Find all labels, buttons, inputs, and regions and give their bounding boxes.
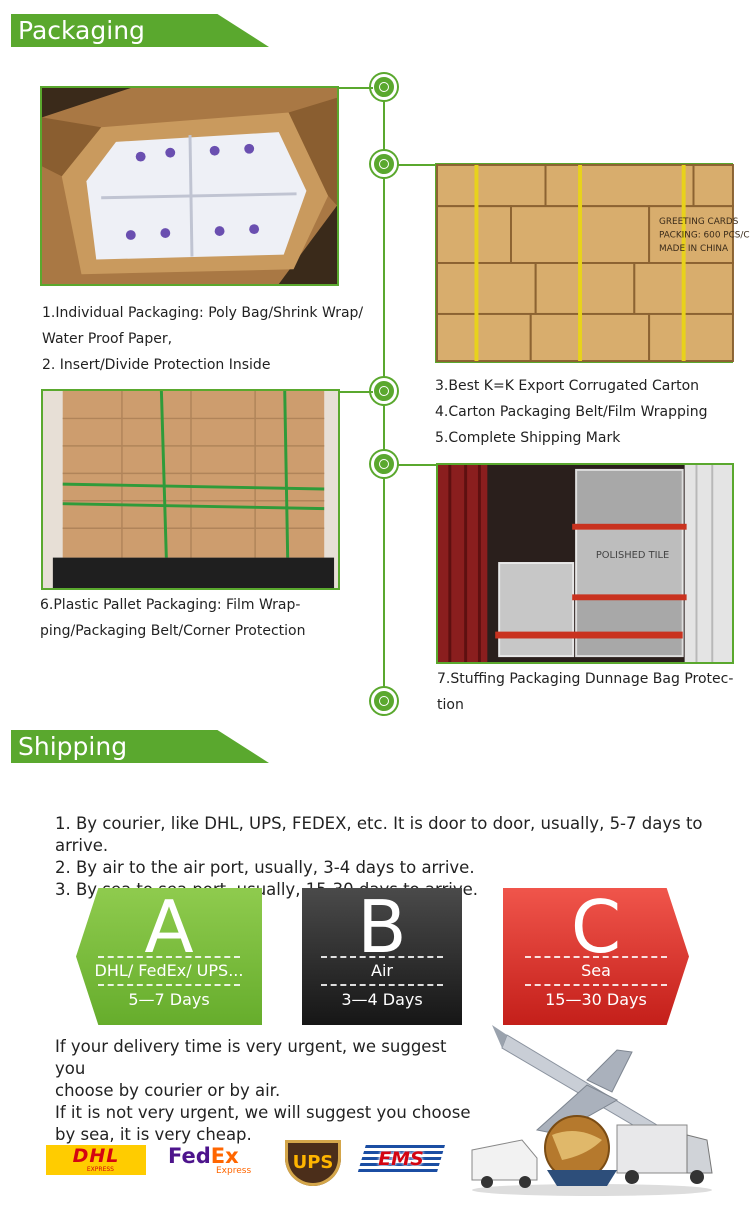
caption-line: 2. Insert/Divide Protection Inside xyxy=(42,357,271,373)
shipping-section-header: Shipping xyxy=(11,730,269,763)
tile-letter: A xyxy=(144,888,194,969)
photo-open-carton xyxy=(40,86,339,286)
tile-letter: C xyxy=(570,888,622,969)
caption-line: 4.Carton Packaging Belt/Film Wrapping xyxy=(435,404,708,420)
fedex-logo: FedEx Express xyxy=(168,1144,263,1176)
ems-logo-text: EMS xyxy=(378,1148,424,1170)
advice-line: If it is not very urgent, we will sugges… xyxy=(55,1103,471,1122)
list-item: 2. By air to the air port, usually, 3-4 … xyxy=(55,858,475,877)
dhl-logo: DHL EXPRESS xyxy=(46,1145,146,1175)
ups-logo: UPS xyxy=(285,1140,341,1186)
tile-divider xyxy=(98,956,240,958)
photo-container: POLISHED TILE xyxy=(436,463,734,664)
tile-days: 3—4 Days xyxy=(341,990,423,1009)
advice-line: choose by courier or by air. xyxy=(55,1081,281,1100)
advice-line: by sea, it is very cheap. xyxy=(55,1125,252,1144)
caption-3: 6.Plastic Pallet Packaging: Film Wrap- p… xyxy=(40,592,305,644)
ems-logo: EMS xyxy=(357,1145,445,1175)
timeline-node xyxy=(371,74,397,100)
tile-divider xyxy=(321,956,443,958)
fedex-logo-fed: Fed xyxy=(168,1144,211,1168)
fedex-logo-ex: Ex xyxy=(210,1144,239,1168)
carton-text: MADE IN CHINA xyxy=(659,244,728,254)
caption-1: 1.Individual Packaging: Poly Bag/Shrink … xyxy=(42,300,363,378)
dhl-logo-sub: EXPRESS xyxy=(86,1166,114,1173)
tile-divider xyxy=(321,984,443,986)
packaging-title: Packaging xyxy=(18,16,145,45)
tile-letter: B xyxy=(357,885,407,969)
tile-divider xyxy=(525,956,667,958)
tile-divider xyxy=(525,984,667,986)
timeline-node xyxy=(371,151,397,177)
photo-stacked-cartons: GREETING CARDS PACKING: 600 PCS/C MADE I… xyxy=(435,163,750,363)
pallet-text: POLISHED TILE xyxy=(596,550,669,561)
tile-method: Sea xyxy=(581,961,611,980)
caption-line: 7.Stuffing Packaging Dunnage Bag Protec- xyxy=(437,671,734,687)
shipping-tile-sea: C Sea 15—30 Days xyxy=(503,888,689,1025)
shipping-tile-courier: A DHL/ FedEx/ UPS... 5—7 Days xyxy=(76,888,262,1025)
carton-text: PACKING: 600 PCS/C xyxy=(659,231,750,241)
shipping-advice: If your delivery time is very urgent, we… xyxy=(55,1036,475,1146)
timeline-connector xyxy=(397,164,437,166)
caption-line: 1.Individual Packaging: Poly Bag/Shrink … xyxy=(42,305,364,321)
caption-line: tion xyxy=(437,697,464,713)
caption-4: 7.Stuffing Packaging Dunnage Bag Protec-… xyxy=(437,666,733,718)
fedex-logo-sub: Express xyxy=(216,1166,252,1176)
dhl-logo-text: DHL xyxy=(72,1145,120,1167)
caption-line: ping/Packaging Belt/Corner Protection xyxy=(40,623,306,639)
caption-line: Water Proof Paper, xyxy=(42,331,173,347)
advice-line: If your delivery time is very urgent, we… xyxy=(55,1037,447,1078)
list-item: 1. By courier, like DHL, UPS, FEDEX, etc… xyxy=(55,814,703,855)
tile-days: 15—30 Days xyxy=(545,990,647,1009)
photo-pallet xyxy=(41,389,340,590)
timeline-connector xyxy=(337,391,373,393)
caption-line: 6.Plastic Pallet Packaging: Film Wrap- xyxy=(40,597,301,613)
caption-line: 3.Best K=K Export Corrugated Carton xyxy=(435,378,700,394)
caption-2: 3.Best K=K Export Corrugated Carton 4.Ca… xyxy=(435,373,708,451)
tile-method: DHL/ FedEx/ UPS... xyxy=(94,961,244,980)
timeline-node xyxy=(371,451,397,477)
tile-divider xyxy=(98,984,240,986)
timeline-node xyxy=(371,688,397,714)
caption-line: 5.Complete Shipping Mark xyxy=(435,430,621,446)
airplane-icon xyxy=(492,1025,683,1149)
ups-logo-text: UPS xyxy=(292,1152,334,1173)
timeline-node xyxy=(371,378,397,404)
carton-text: GREETING CARDS xyxy=(659,217,739,227)
tile-method: Air xyxy=(371,961,393,980)
shipping-tile-air: B Air 3—4 Days xyxy=(302,888,462,1025)
timeline-connector xyxy=(337,87,373,89)
timeline-connector xyxy=(397,464,437,466)
tile-days: 5—7 Days xyxy=(128,990,210,1009)
packaging-section-header: Packaging xyxy=(11,14,269,47)
shipping-title: Shipping xyxy=(18,732,128,761)
transport-illustration xyxy=(467,1025,717,1196)
